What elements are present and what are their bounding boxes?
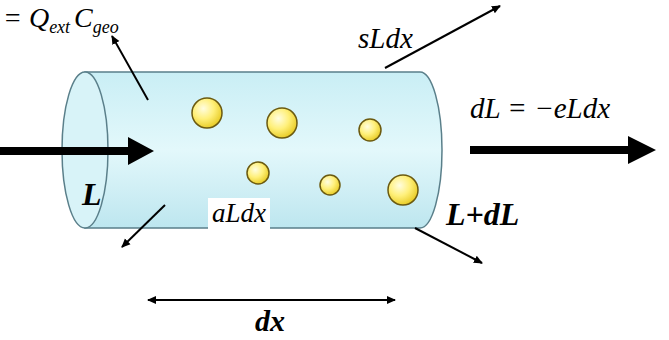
loss-arrows [112, 6, 500, 263]
flow-label: L [82, 178, 102, 210]
label: sLdx [358, 24, 413, 53]
subscript: geo [93, 17, 119, 37]
formula-text: = Q [3, 2, 49, 33]
formula: = QextCgeo [3, 2, 119, 38]
particles [192, 98, 418, 205]
formula-text: C [74, 2, 93, 33]
label: aLdx [208, 198, 270, 229]
dimension-label: dx [255, 306, 285, 336]
subscript: ext [49, 17, 70, 37]
dimension-arrow [148, 299, 395, 301]
equation-label: dL = −eLdx [470, 94, 610, 123]
flow-out-arrow [470, 136, 656, 164]
flow-in-arrow [0, 137, 154, 165]
flow-label: L+dL [446, 198, 519, 230]
